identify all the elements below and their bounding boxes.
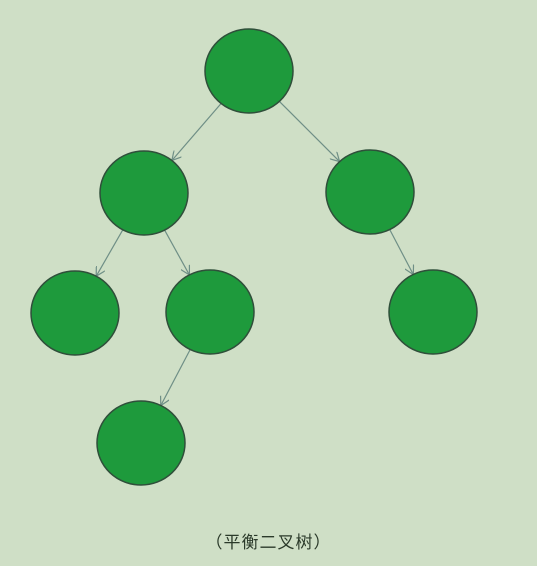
edge-n2-n5 — [164, 229, 190, 275]
tree-node-n7 — [96, 400, 186, 486]
edges-layer — [96, 100, 414, 406]
tree-node-n1 — [204, 28, 294, 114]
tree-node-n6 — [388, 269, 478, 355]
tree-node-n3 — [325, 149, 415, 235]
edge-n5-n7 — [161, 349, 191, 406]
edge-n1-n2 — [172, 103, 222, 161]
diagram-caption: （平衡二叉树） — [205, 533, 332, 553]
edge-n2-n4 — [96, 229, 124, 276]
nodes-layer — [30, 28, 478, 486]
tree-node-n2 — [99, 150, 189, 236]
edge-n1-n3 — [278, 100, 339, 161]
tree-node-n5 — [165, 269, 255, 355]
edge-n3-n6 — [389, 229, 414, 275]
tree-node-n4 — [30, 270, 120, 356]
